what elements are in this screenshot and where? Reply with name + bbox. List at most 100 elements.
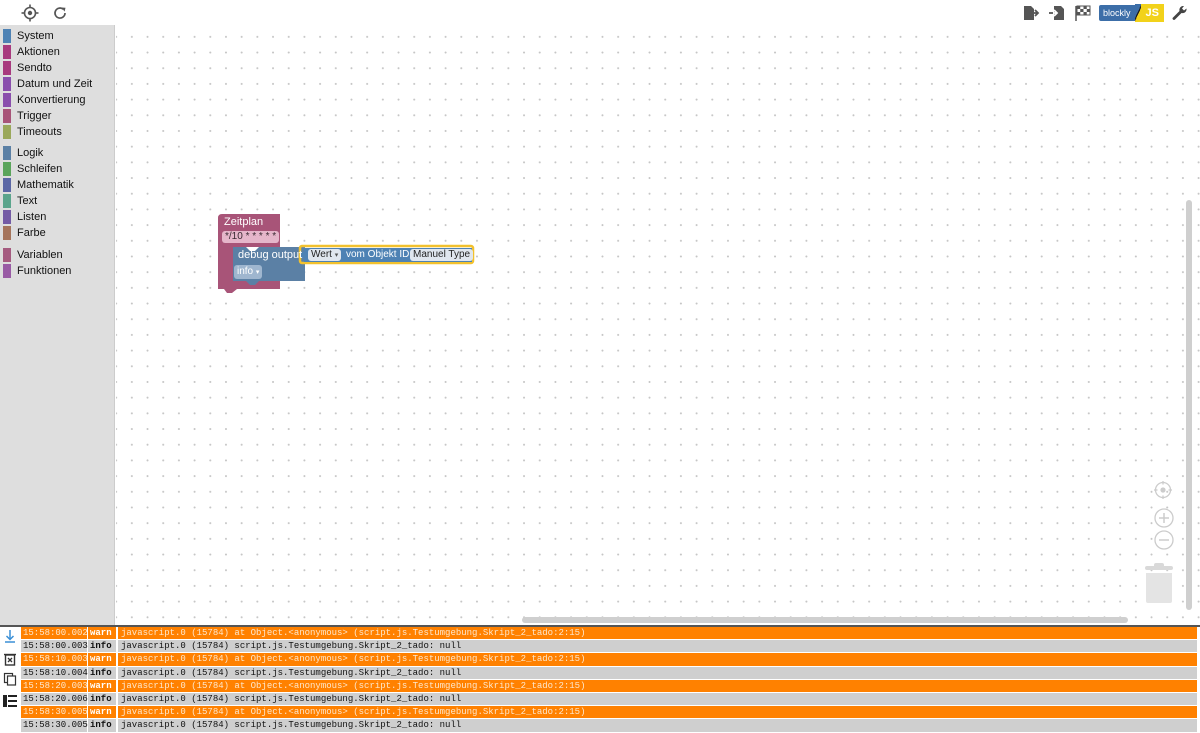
log-time: 15:58:20.006 — [23, 692, 88, 706]
log-time: 15:58:00.003 — [23, 640, 88, 653]
log-time: 15:58:10.004 — [23, 666, 88, 679]
category-logik[interactable]: Logik — [0, 145, 115, 161]
category-label: Variablen — [17, 249, 63, 261]
log-time: 15:58:30.005 — [23, 706, 88, 719]
top-toolbar: blockly JS — [0, 0, 1200, 24]
log-severity: warn — [88, 653, 117, 666]
category-label: Listen — [17, 211, 47, 223]
category-label: Konvertierung — [17, 94, 86, 106]
debug-output-label: debug output — [238, 249, 303, 261]
export-icon[interactable] — [1021, 3, 1041, 23]
category-label: Trigger — [17, 110, 52, 122]
scroll-down-icon[interactable] — [3, 629, 17, 643]
locate-icon[interactable] — [20, 3, 40, 23]
category-aktionen[interactable]: Aktionen — [0, 44, 115, 60]
category-label: Datum und Zeit — [17, 78, 93, 90]
horizontal-scrollbar[interactable] — [522, 617, 1128, 623]
log-message: javascript.0 (15784) script.js.Testumgeb… — [117, 719, 1197, 732]
category-system[interactable]: System — [0, 28, 115, 44]
log-message: javascript.0 (15784) script.js.Testumgeb… — [117, 692, 1197, 706]
log-message: javascript.0 (15784) at Object.<anonymou… — [117, 706, 1197, 719]
category-funktionen[interactable]: Funktionen — [0, 263, 115, 279]
attribute-dropdown[interactable]: Wert ▾ — [308, 249, 342, 261]
category-trigger[interactable]: Trigger — [0, 108, 115, 124]
log-severity: info — [88, 692, 117, 706]
attribute-value: Wert — [311, 249, 332, 260]
blockly-js-toggle[interactable]: blockly JS — [1099, 4, 1164, 22]
log-time: 15:58:00.002 — [23, 627, 88, 640]
chevron-down-icon: ▾ — [334, 252, 339, 259]
object-id-field[interactable]: Manuel Type — [410, 249, 474, 261]
log-time: 15:58:10.003 — [23, 653, 88, 666]
category-color-bar — [3, 125, 11, 139]
category-color-bar — [3, 77, 11, 91]
import-icon[interactable] — [1047, 3, 1067, 23]
category-konvertierung[interactable]: Konvertierung — [0, 92, 115, 108]
category-color-bar — [3, 248, 11, 262]
category-color-bar — [3, 226, 11, 240]
clear-log-icon[interactable] — [3, 652, 17, 666]
blockly-label: blockly — [1099, 5, 1135, 21]
category-schleifen[interactable]: Schleifen — [0, 161, 115, 177]
vertical-scrollbar[interactable] — [1186, 200, 1192, 610]
category-color-bar — [3, 178, 11, 192]
log-severity: warn — [88, 627, 117, 640]
log-level-value: info — [237, 266, 254, 277]
log-severity: warn — [88, 679, 117, 692]
category-farbe[interactable]: Farbe — [0, 225, 115, 241]
recenter-icon[interactable] — [1154, 481, 1172, 499]
log-message: javascript.0 (15784) at Object.<anonymou… — [117, 679, 1197, 692]
category-label: Funktionen — [17, 265, 72, 277]
log-level-dropdown[interactable]: info ▾ — [234, 265, 263, 279]
category-label: Sendto — [17, 62, 52, 74]
trash-icon[interactable] — [1145, 563, 1173, 603]
category-color-bar — [3, 61, 11, 75]
category-label: Logik — [17, 147, 44, 159]
category-color-bar — [3, 93, 11, 107]
category-color-bar — [3, 109, 11, 123]
list-view-icon[interactable] — [3, 694, 17, 708]
category-color-bar — [3, 162, 11, 176]
category-mathematik[interactable]: Mathematik — [0, 177, 115, 193]
zoom-out-icon[interactable] — [1154, 530, 1174, 550]
cron-field[interactable]: */10 * * * * * — [222, 231, 280, 243]
log-severity: warn — [88, 706, 117, 719]
category-color-bar — [3, 210, 11, 224]
zoom-in-icon[interactable] — [1154, 508, 1174, 528]
category-sendto[interactable]: Sendto — [0, 60, 115, 76]
category-label: Farbe — [17, 227, 46, 239]
category-timeouts[interactable]: Timeouts — [0, 124, 115, 140]
js-label: JS — [1140, 4, 1164, 22]
log-message: javascript.0 (15784) at Object.<anonymou… — [117, 627, 1197, 640]
log-toolbar — [0, 627, 20, 725]
category-text[interactable]: Text — [0, 193, 115, 209]
category-listen[interactable]: Listen — [0, 209, 115, 225]
blockly-workspace[interactable] — [116, 25, 1200, 625]
log-time: 15:58:30.005 — [23, 719, 88, 732]
checkered-flag-icon[interactable] — [1073, 3, 1093, 23]
copy-icon[interactable] — [3, 672, 17, 686]
chevron-down-icon: ▾ — [255, 269, 260, 276]
refresh-icon[interactable] — [50, 3, 70, 23]
schedule-label: Zeitplan — [224, 216, 264, 228]
category-color-bar — [3, 29, 11, 43]
category-label: Schleifen — [17, 163, 63, 175]
category-datum-und-zeit[interactable]: Datum und Zeit — [0, 76, 115, 92]
category-color-bar — [3, 146, 11, 160]
object-id-label: vom Objekt ID — [346, 249, 410, 260]
category-variablen[interactable]: Variablen — [0, 247, 115, 263]
category-color-bar — [3, 45, 11, 59]
wrench-icon[interactable] — [1170, 3, 1190, 23]
log-severity: info — [88, 666, 117, 679]
category-label: Text — [17, 195, 38, 207]
